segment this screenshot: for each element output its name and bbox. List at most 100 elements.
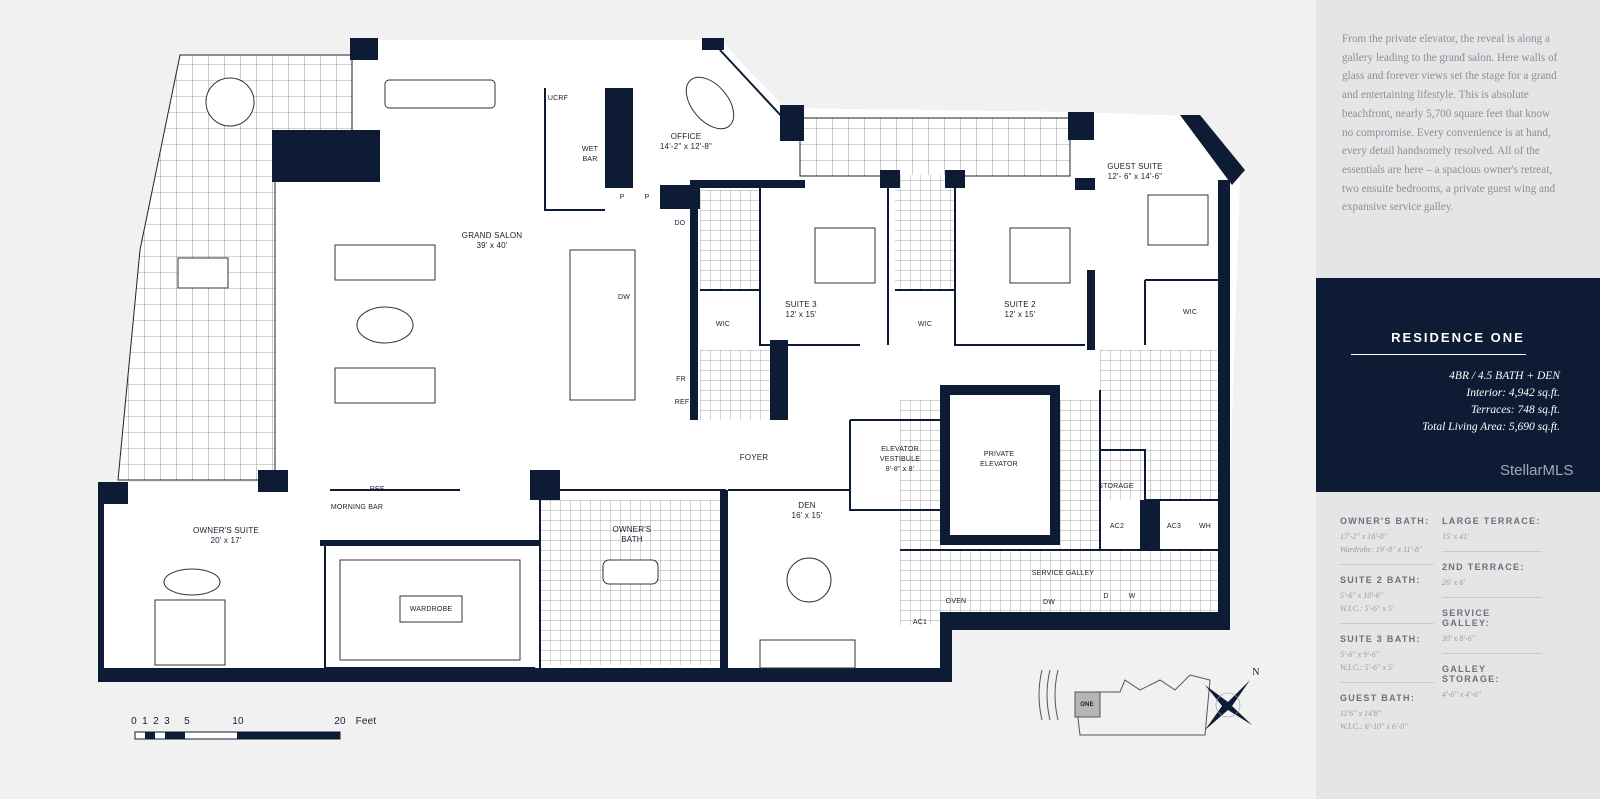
- fixture-wic-suite3: WIC: [715, 321, 731, 328]
- room-name: OFFICE: [670, 132, 702, 141]
- fixture-ref-morning-bar: REF: [369, 486, 385, 493]
- key-plan: [1038, 669, 1211, 736]
- spec-line: Wardrobe: 19'-8" x 11'-8": [1340, 545, 1423, 554]
- room-dim: 12' x 15': [785, 310, 817, 319]
- spec-line: 30' x 8'-6": [1442, 634, 1475, 643]
- spec-line: 11'6" x 14'8": [1340, 709, 1382, 718]
- room-name: OWNER'S SUITE: [193, 526, 259, 535]
- second-terrace: [799, 117, 1071, 177]
- spec-line: 5'-6" x 9'-6": [1340, 650, 1380, 659]
- specs-left: OWNER'S BATH: 17'-2" x 16'-8" Wardrobe: 19…: [1340, 516, 1434, 743]
- fixture-wic-guest: WIC: [1182, 309, 1198, 316]
- room-morning-bar: MORNING BAR: [330, 504, 384, 511]
- room-dim: 8'-8" x 8': [885, 466, 915, 473]
- fixture-pantry-2: P: [644, 194, 650, 201]
- scale-tick: 10: [232, 716, 244, 727]
- room-storage: STORAGE: [1098, 483, 1134, 490]
- spec-line: 26' x 6': [1442, 578, 1465, 587]
- room-wet-bar: WET BAR: [581, 146, 599, 163]
- fixture-dryer: D: [1103, 593, 1109, 600]
- spec-line: W.I.C.: 6'-10" x 6'-0": [1340, 722, 1408, 731]
- fixture-oven: OVEN: [945, 598, 967, 605]
- spec-line: 17'-2" x 16'-8": [1340, 532, 1388, 541]
- fixture-wic-suite2: WIC: [917, 321, 933, 328]
- spec-owners-bath: OWNER'S BATH: 17'-2" x 16'-8" Wardrobe: 19…: [1340, 516, 1434, 565]
- room-owners-bath: OWNER'S BATH: [612, 525, 652, 544]
- fixture-fr: FR: [676, 376, 686, 383]
- fact-total: Total Living Area: 5,690 sq.ft.: [1422, 421, 1560, 433]
- room-dim: 14'-2" x 12'-8": [659, 142, 713, 151]
- keyplan-unit-label: ONE: [1080, 702, 1094, 708]
- spec-title: SUITE 3 BATH:: [1340, 634, 1421, 644]
- compass-icon: [1205, 680, 1252, 730]
- fact-terraces: Terraces: 748 sq.ft.: [1470, 404, 1560, 416]
- large-terrace: [117, 54, 353, 481]
- scale-tick: 5: [184, 716, 190, 727]
- fixture-ac1: AC1: [912, 619, 928, 626]
- fixture-dw-kitchen: DW: [617, 294, 631, 301]
- scale-tick: 1: [142, 716, 148, 727]
- fixture-wh: WH: [1198, 523, 1212, 530]
- spec-line: W.I.C.: 5'-6" x 5': [1340, 663, 1394, 672]
- fixture-ucrf: UCRF: [547, 95, 569, 102]
- room-name: DEN: [798, 501, 816, 510]
- fixture-dw-galley: DW: [1042, 599, 1056, 606]
- room-foyer: FOYER: [739, 453, 769, 462]
- spec-large-terrace: LARGE TERRACE:15' x 41': [1442, 516, 1542, 552]
- scale-bar: [134, 731, 341, 740]
- fixture-ac2: AC2: [1109, 523, 1125, 530]
- fixture-ref-kitchen: REF: [674, 399, 690, 406]
- room-name: SUITE 3: [785, 300, 817, 309]
- scale-tick: 3: [164, 716, 170, 727]
- room-name: GRAND SALON: [461, 231, 523, 240]
- spec-title: 2ND TERRACE:: [1442, 562, 1525, 572]
- fixture-do: DO: [674, 220, 686, 227]
- scale-tick: 20: [334, 716, 346, 727]
- room-service-galley: SERVICE GALLEY: [1031, 570, 1095, 577]
- residence-facts: 4BR / 4.5 BATH + DEN Interior: 4,942 sq.…: [1422, 368, 1560, 436]
- spec-title: SUITE 2 BATH:: [1340, 575, 1421, 585]
- spec-2nd-terrace: 2ND TERRACE: 26' x 6': [1442, 562, 1542, 598]
- room-wardrobe: WARDROBE: [409, 606, 453, 613]
- fact-interior: Interior: 4,942 sq.ft.: [1466, 387, 1560, 399]
- fixture-ac3: AC3: [1166, 523, 1182, 530]
- scale-tick: 2: [153, 716, 159, 727]
- spec-title: LARGE TERRACE:: [1442, 516, 1541, 526]
- floor-plan-walls: [98, 38, 1252, 740]
- room-dim: 16' x 15': [791, 511, 823, 520]
- spec-suite3-bath: SUITE 3 BATH: 5'-6" x 9'-6" W.I.C.: 5'-6" …: [1340, 634, 1434, 683]
- room-dim: 20' x 17': [210, 536, 242, 545]
- room-dim: 12'- 6" x 14'-6": [1107, 172, 1163, 181]
- spec-guest-bath: GUEST BATH: 11'6" x 14'8" W.I.C.: 6'-10" x…: [1340, 693, 1434, 733]
- intro-text: From the private elevator, the reveal is…: [1342, 33, 1558, 214]
- scale-tick: 0: [131, 716, 137, 727]
- scale-unit: Feet: [355, 716, 377, 727]
- spec-line: 4'-6" x 4'-6": [1442, 690, 1482, 699]
- fixture-wt: WT: [612, 98, 624, 105]
- divider: [1351, 354, 1526, 355]
- room-name: GUEST SUITE: [1107, 162, 1163, 171]
- spec-title: OWNER'S BATH:: [1340, 516, 1430, 526]
- spec-galley-storage: GALLEY STORAGE: 4'-6" x 4'-6": [1442, 664, 1542, 701]
- fixture-pantry-1: P: [619, 194, 625, 201]
- room-private-elevator: PRIVATE ELEVATOR: [980, 451, 1018, 468]
- spec-title: GUEST BATH:: [1340, 693, 1416, 703]
- spec-line: W.I.C.: 5'-6" x 5': [1340, 604, 1394, 613]
- fixture-washer: W: [1128, 593, 1136, 600]
- north-label: N: [1252, 667, 1260, 678]
- specs-right: LARGE TERRACE:15' x 41' 2ND TERRACE: 26' …: [1442, 516, 1542, 711]
- fact-bedrooms: 4BR / 4.5 BATH + DEN: [1449, 370, 1560, 382]
- spec-title: SERVICE GALLEY:: [1442, 608, 1491, 628]
- room-dim: 12' x 15': [1004, 310, 1036, 319]
- room-name: SUITE 2: [1004, 300, 1036, 309]
- spec-suite2-bath: SUITE 2 BATH:5'-6" x 10'-6"W.I.C.: 5'-6"…: [1340, 575, 1434, 624]
- spec-title: GALLEY STORAGE:: [1442, 664, 1500, 684]
